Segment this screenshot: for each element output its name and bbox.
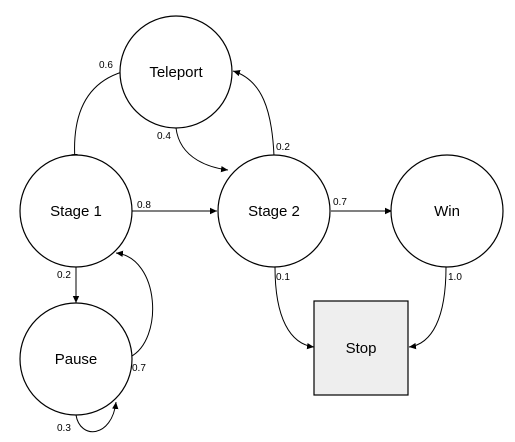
node-label-win: Win [434, 203, 460, 220]
edge-win-to-stop [408, 266, 447, 350]
edge-label-win-stop: 1.0 [448, 272, 462, 283]
edge-pause-to-stage1 [115, 250, 154, 358]
edge-label-pause-stage1: 0.7 [132, 363, 146, 374]
edge-stage2-to-stop [274, 266, 315, 350]
edge-stage2-to-teleport [232, 70, 275, 157]
edge-teleport-to-stage1 [71, 71, 123, 162]
edge-teleport-to-stage2 [175, 127, 229, 173]
edge-label-stage2-teleport: 0.2 [276, 142, 290, 153]
node-stop: Stop [313, 300, 409, 396]
node-win: Win [390, 154, 504, 268]
node-stage2: Stage 2 [217, 154, 331, 268]
node-pause: Pause [19, 302, 133, 416]
edge-label-stage1-stage2: 0.8 [137, 200, 151, 211]
node-label-teleport: Teleport [149, 64, 203, 81]
node-label-stage2: Stage 2 [248, 203, 300, 220]
edge-label-pause-pause: 0.3 [57, 423, 71, 434]
edge-label-teleport-stage2: 0.4 [157, 131, 171, 142]
edge-label-teleport-stage1: 0.6 [99, 60, 113, 71]
edge-label-stage1-pause: 0.2 [57, 270, 71, 281]
node-label-stage1: Stage 1 [50, 203, 102, 220]
node-label-stop: Stop [346, 340, 377, 357]
node-teleport: Teleport [119, 15, 233, 129]
edge-pause-to-pause [75, 401, 119, 433]
node-label-pause: Pause [55, 351, 98, 368]
node-stage1: Stage 1 [19, 154, 133, 268]
edge-label-stage2-win: 0.7 [333, 197, 347, 208]
edge-label-stage2-stop: 0.1 [276, 272, 290, 283]
